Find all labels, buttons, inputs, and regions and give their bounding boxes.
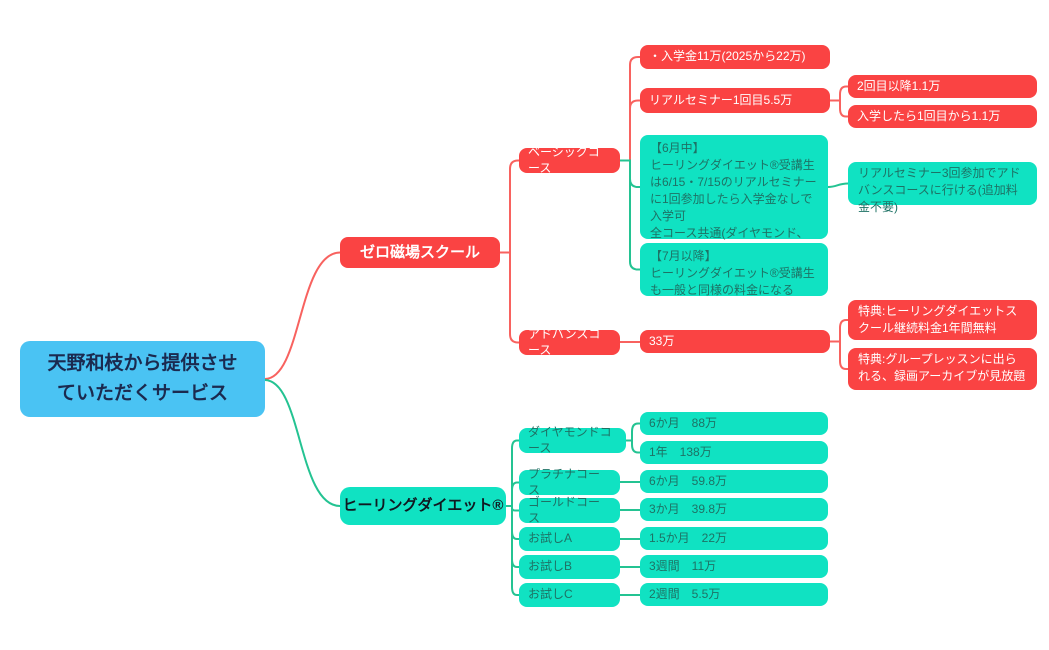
node-june-offer[interactable]: 【6月中】 ヒーリングダイエット®受講生は6/15・7/15のリアルセミナーに1… [640,135,828,257]
node-course-gold[interactable]: ゴールドコース [519,495,620,525]
node-price-platinum[interactable]: 6か月 59.8万 [640,470,828,493]
node-second-time-fee[interactable]: 2回目以降1.1万 [848,75,1037,98]
node-real-seminar[interactable]: リアルセミナー1回目5.5万 [640,88,830,113]
node-benefit-free-year[interactable]: 特典:ヒーリングダイエットスクール継続料金1年間無料 [848,300,1037,340]
node-june-bonus[interactable]: リアルセミナー3回参加でアドバンスコースに行ける(追加料金不要) [848,162,1037,214]
connector-diamond-p1 [625,422,641,442]
connector-june-bonus [827,182,849,188]
connector-diamond-p2 [631,439,641,454]
node-basic-course[interactable]: ベーシックコース [519,145,620,175]
node-price-33man[interactable]: 33万 [640,330,830,353]
connector-healing-diamond [505,439,520,507]
connector-healing-gold [511,505,520,512]
connector-basic-seminar [619,99,641,162]
node-price-gold[interactable]: 3か月 39.8万 [640,498,828,521]
connector-zero-advance [509,251,520,344]
node-benefit-group-lesson[interactable]: 特典:グループレッスンに出られる、録画アーカイブが見放題 [848,348,1037,390]
node-price-trial-a[interactable]: 1.5か月 22万 [640,527,828,550]
connector-33-benefit2 [839,340,849,370]
connector-zero-basic [499,159,520,254]
node-price-trial-c[interactable]: 2週間 5.5万 [640,583,828,606]
node-advance-course[interactable]: アドバンスコース [519,327,620,357]
connector-healing-platinum [511,481,520,507]
node-course-trial-c[interactable]: お試しC [519,583,620,607]
node-admission-fee[interactable]: ・入学金11万(2025から22万) [640,45,830,69]
connector-root-healing [264,379,341,507]
node-after-enroll-fee[interactable]: 入学したら1回目から1.1万 [848,105,1037,128]
connector-root-zero [264,251,341,380]
node-july-policy[interactable]: 【7月以降】 ヒーリングダイエット®受講生も一般と同様の料金になる [640,243,828,297]
node-course-trial-a[interactable]: お試しA [519,527,620,551]
node-course-platinum[interactable]: プラチナコース [519,467,620,497]
connector-healing-trialC [511,505,520,596]
connector-seminar-second [829,85,849,102]
branch-zero-school[interactable]: ゼロ磁場スクール [340,237,500,268]
connector-33-benefit1 [829,319,849,343]
node-price-trial-b[interactable]: 3週間 11万 [640,555,828,578]
connector-basic-admission [619,56,641,162]
root-node[interactable]: 天野和枝から提供させ ていただくサービス [20,341,265,417]
branch-healing-diet[interactable]: ヒーリングダイエット® [340,487,506,525]
node-course-trial-b[interactable]: お試しB [519,555,620,579]
node-price-diamond-1y[interactable]: 1年 138万 [640,441,828,464]
connector-seminar-after [829,99,849,118]
node-course-diamond[interactable]: ダイヤモンドコース [519,425,626,455]
node-price-diamond-6m[interactable]: 6か月 88万 [640,412,828,435]
connector-basic-july [629,159,641,271]
